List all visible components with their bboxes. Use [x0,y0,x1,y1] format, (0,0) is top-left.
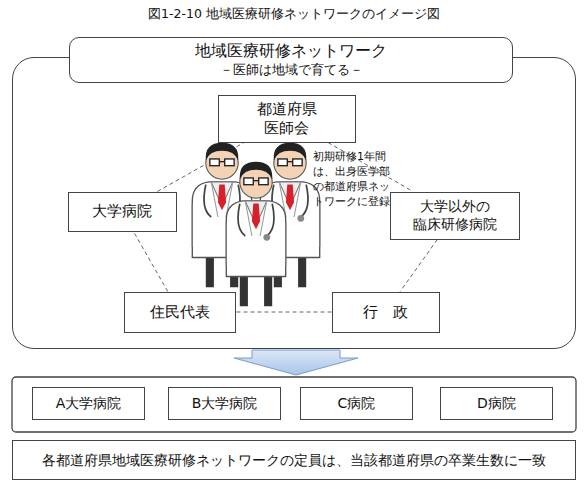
box-label: A大学病院 [56,395,122,413]
hospital-box: C病院 [300,387,413,420]
block-arrow [234,350,358,375]
doctor-figure [192,143,251,287]
organization-box: 大学以外の 臨床研修病院 [390,192,520,240]
organization-box: 大学病院 [68,192,177,232]
callout-note: 初期研修1年間は、出身医学部の都道府県ネットワークに登録 [313,150,393,209]
box-label: 大学病院 [92,202,152,221]
network-subtitle: －医師は地域で育てる－ [220,62,363,78]
network-header: 地域医療研修ネットワーク－医師は地域で育てる－ [69,37,513,83]
box-label: 各都道府県地域医療研修ネットワークの定員は、当該都道府県の卒業生数に一致 [42,452,546,469]
doctor-figure [260,143,319,287]
organization-box: 住民代表 [124,292,236,333]
box-label: 都道府県 医師会 [254,100,320,138]
organization-box: 都道府県 医師会 [218,95,356,143]
hospital-box: D病院 [440,387,553,420]
box-label: 大学以外の 臨床研修病院 [391,198,519,233]
note-box: 各都道府県地域医療研修ネットワークの定員は、当該都道府県の卒業生数に一致 [12,440,576,480]
box-label: 行 政 [363,303,408,322]
dashed-connector [157,143,244,192]
box-label: D病院 [477,395,516,413]
dashed-connector [400,240,437,292]
dashed-connector [133,232,167,292]
hospital-box: A大学病院 [32,387,145,420]
doctor-figure [226,162,285,306]
organization-box: 行 政 [332,292,440,333]
box-label: B大学病院 [192,395,258,413]
box-label: C病院 [338,395,376,413]
dashed-connector [236,312,332,313]
hospital-group-frame [12,377,576,432]
box-label: 住民代表 [150,303,210,322]
network-frame: 地域医療研修ネットワーク－医師は地域で育てる－都道府県 医師会大学病院大学以外の… [12,57,576,349]
network-title: 地域医療研修ネットワーク [195,41,387,62]
hospital-box: B大学病院 [168,387,281,420]
diagram-title: 図1-2-10 地域医療研修ネットワークのイメージ図 [0,6,588,23]
